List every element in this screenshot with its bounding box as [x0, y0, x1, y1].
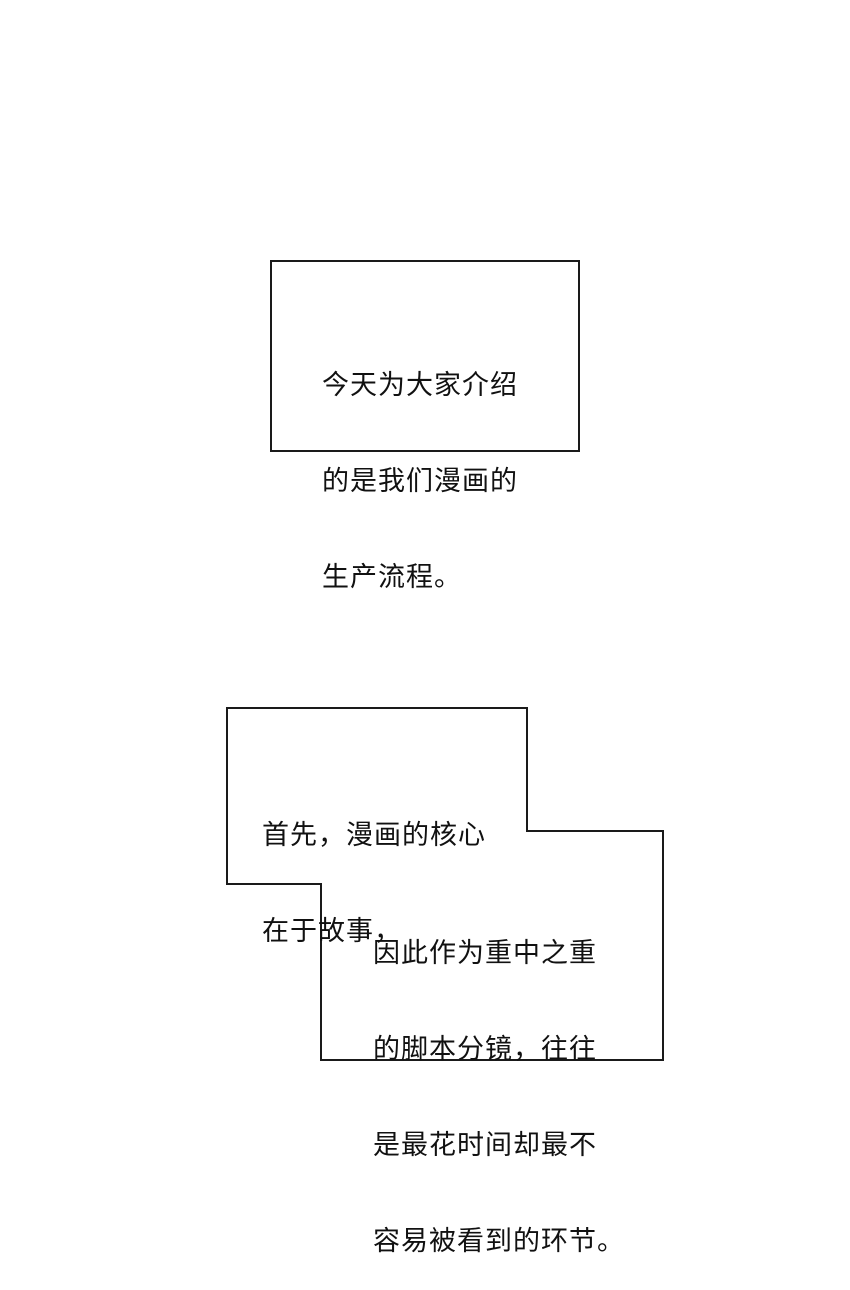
- caption-box-stepped: [226, 707, 664, 1061]
- caption-line: 的脚本分镜，往往: [373, 1034, 597, 1065]
- caption-box-intro: [270, 260, 580, 452]
- caption-line: 因此作为重中之重: [373, 938, 597, 969]
- caption-line: 生产流程。: [322, 562, 462, 593]
- caption-text-storyboard: 因此作为重中之重 的脚本分镜，往往 是最花时间却最不 容易被看到的环节。: [373, 874, 625, 1290]
- caption-line: 容易被看到的环节。: [373, 1226, 625, 1257]
- caption-line: 的是我们漫画的: [322, 466, 518, 497]
- caption-line: 在于故事，: [262, 916, 402, 947]
- caption-line: 是最花时间却最不: [373, 1130, 597, 1161]
- caption-line: 今天为大家介绍: [322, 370, 518, 401]
- caption-text-intro: 今天为大家介绍 的是我们漫画的 生产流程。: [322, 306, 518, 626]
- caption-text-story: 首先，漫画的核心 在于故事，: [262, 756, 486, 980]
- caption-line: 首先，漫画的核心: [262, 820, 486, 851]
